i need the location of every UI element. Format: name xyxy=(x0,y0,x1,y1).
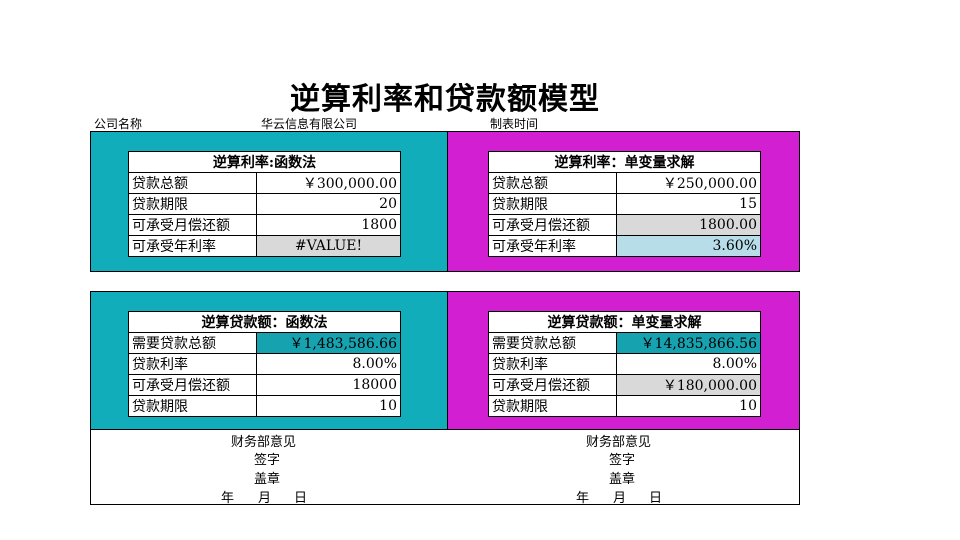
loan-solver-caption: 逆算贷款额：单变量求解 xyxy=(488,311,761,333)
month-right: 月 xyxy=(613,491,627,506)
table-row: 可承受年利率 #VALUE! xyxy=(128,235,401,257)
day-left: 日 xyxy=(294,491,308,506)
cell-value[interactable]: 1800 xyxy=(256,214,401,236)
cell-label[interactable]: 可承受月偿还额 xyxy=(128,374,257,396)
cell-label[interactable]: 需要贷款总额 xyxy=(128,332,257,354)
table-row: 贷款利率 8.00% xyxy=(488,353,761,375)
page-title: 逆算利率和贷款额模型 xyxy=(290,82,600,117)
rate-function-caption: 逆算利率:函数法 xyxy=(128,151,401,173)
loan-block: 逆算贷款额：函数法 需要贷款总额 ￥1,483,586.66 贷款利率 8.00… xyxy=(90,291,800,505)
cell-value[interactable]: 8.00% xyxy=(616,353,761,375)
rate-block: 逆算利率:函数法 贷款总额 ￥300,000.00 贷款期限 20 可承受月偿还… xyxy=(90,131,800,272)
cell-label[interactable]: 可承受年利率 xyxy=(488,235,617,257)
rate-solver-panel: 逆算利率：单变量求解 贷款总额 ￥250,000.00 贷款期限 15 可承受月… xyxy=(447,132,799,271)
sign-left: 签字 xyxy=(254,453,281,468)
seal-right: 盖章 xyxy=(609,472,636,487)
table-row: 可承受月偿还额 ￥180,000.00 xyxy=(488,374,761,396)
table-row: 可承受月偿还额 1800.00 xyxy=(488,214,761,236)
cell-label[interactable]: 贷款期限 xyxy=(488,193,617,215)
cell-value[interactable]: ￥14,835,866.56 xyxy=(616,332,761,354)
cell-label[interactable]: 贷款利率 xyxy=(488,353,617,375)
dept-opinion-left: 财务部意见 xyxy=(231,435,297,450)
cell-value[interactable]: ￥250,000.00 xyxy=(616,172,761,194)
cell-label[interactable]: 可承受月偿还额 xyxy=(128,214,257,236)
table-row: 可承受月偿还额 1800 xyxy=(128,214,401,236)
cell-value[interactable]: 15 xyxy=(616,193,761,215)
date-label: 制表时间 xyxy=(490,117,539,131)
cell-value[interactable]: 20 xyxy=(256,193,401,215)
cell-value[interactable]: 8.00% xyxy=(256,353,401,375)
cell-value[interactable]: ￥1,483,586.66 xyxy=(256,332,401,354)
cell-label[interactable]: 贷款总额 xyxy=(488,172,617,194)
table-row: 贷款期限 10 xyxy=(128,395,401,417)
loan-function-table: 逆算贷款额：函数法 需要贷款总额 ￥1,483,586.66 贷款利率 8.00… xyxy=(128,311,401,417)
cell-value[interactable]: 10 xyxy=(616,395,761,417)
table-row: 可承受年利率 3.60% xyxy=(488,235,761,257)
cell-value[interactable]: 18000 xyxy=(256,374,401,396)
seal-left: 盖章 xyxy=(254,472,281,487)
table-row: 贷款总额 ￥300,000.00 xyxy=(128,172,401,194)
cell-label[interactable]: 贷款期限 xyxy=(488,395,617,417)
loan-solver-table: 逆算贷款额：单变量求解 需要贷款总额 ￥14,835,866.56 贷款利率 8… xyxy=(488,311,761,417)
cell-label[interactable]: 贷款总额 xyxy=(128,172,257,194)
company-label: 公司名称 xyxy=(94,117,143,131)
sign-right: 签字 xyxy=(609,453,636,468)
table-row: 贷款总额 ￥250,000.00 xyxy=(488,172,761,194)
cell-label[interactable]: 贷款利率 xyxy=(128,353,257,375)
day-right: 日 xyxy=(649,491,663,506)
table-row: 贷款期限 10 xyxy=(488,395,761,417)
cell-value[interactable]: 1800.00 xyxy=(616,214,761,236)
table-row: 贷款期限 15 xyxy=(488,193,761,215)
cell-label[interactable]: 需要贷款总额 xyxy=(488,332,617,354)
rate-solver-table: 逆算利率：单变量求解 贷款总额 ￥250,000.00 贷款期限 15 可承受月… xyxy=(488,151,761,257)
table-row: 贷款期限 20 xyxy=(128,193,401,215)
year-right: 年 xyxy=(576,491,590,506)
table-row: 需要贷款总额 ￥14,835,866.56 xyxy=(488,332,761,354)
loan-solver-panel: 逆算贷款额：单变量求解 需要贷款总额 ￥14,835,866.56 贷款利率 8… xyxy=(447,292,799,430)
table-row: 需要贷款总额 ￥1,483,586.66 xyxy=(128,332,401,354)
table-row: 贷款利率 8.00% xyxy=(128,353,401,375)
cell-label[interactable]: 可承受年利率 xyxy=(128,235,257,257)
cell-label[interactable]: 贷款期限 xyxy=(128,193,257,215)
month-left: 月 xyxy=(258,491,272,506)
rate-function-table: 逆算利率:函数法 贷款总额 ￥300,000.00 贷款期限 20 可承受月偿还… xyxy=(128,151,401,257)
rate-function-panel: 逆算利率:函数法 贷款总额 ￥300,000.00 贷款期限 20 可承受月偿还… xyxy=(91,132,447,271)
cell-value[interactable]: #VALUE! xyxy=(256,235,401,257)
loan-function-caption: 逆算贷款额：函数法 xyxy=(128,311,401,333)
cell-label[interactable]: 贷款期限 xyxy=(128,395,257,417)
rate-solver-caption: 逆算利率：单变量求解 xyxy=(488,151,761,173)
year-left: 年 xyxy=(221,491,235,506)
table-row: 可承受月偿还额 18000 xyxy=(128,374,401,396)
dept-opinion-right: 财务部意见 xyxy=(586,435,652,450)
loan-function-panel: 逆算贷款额：函数法 需要贷款总额 ￥1,483,586.66 贷款利率 8.00… xyxy=(91,292,447,430)
cell-value[interactable]: ￥300,000.00 xyxy=(256,172,401,194)
cell-label[interactable]: 可承受月偿还额 xyxy=(488,214,617,236)
cell-value[interactable]: 10 xyxy=(256,395,401,417)
cell-value[interactable]: 3.60% xyxy=(616,235,761,257)
cell-value[interactable]: ￥180,000.00 xyxy=(616,374,761,396)
cell-label[interactable]: 可承受月偿还额 xyxy=(488,374,617,396)
divider xyxy=(91,429,799,430)
company-name: 华云信息有限公司 xyxy=(261,117,358,131)
